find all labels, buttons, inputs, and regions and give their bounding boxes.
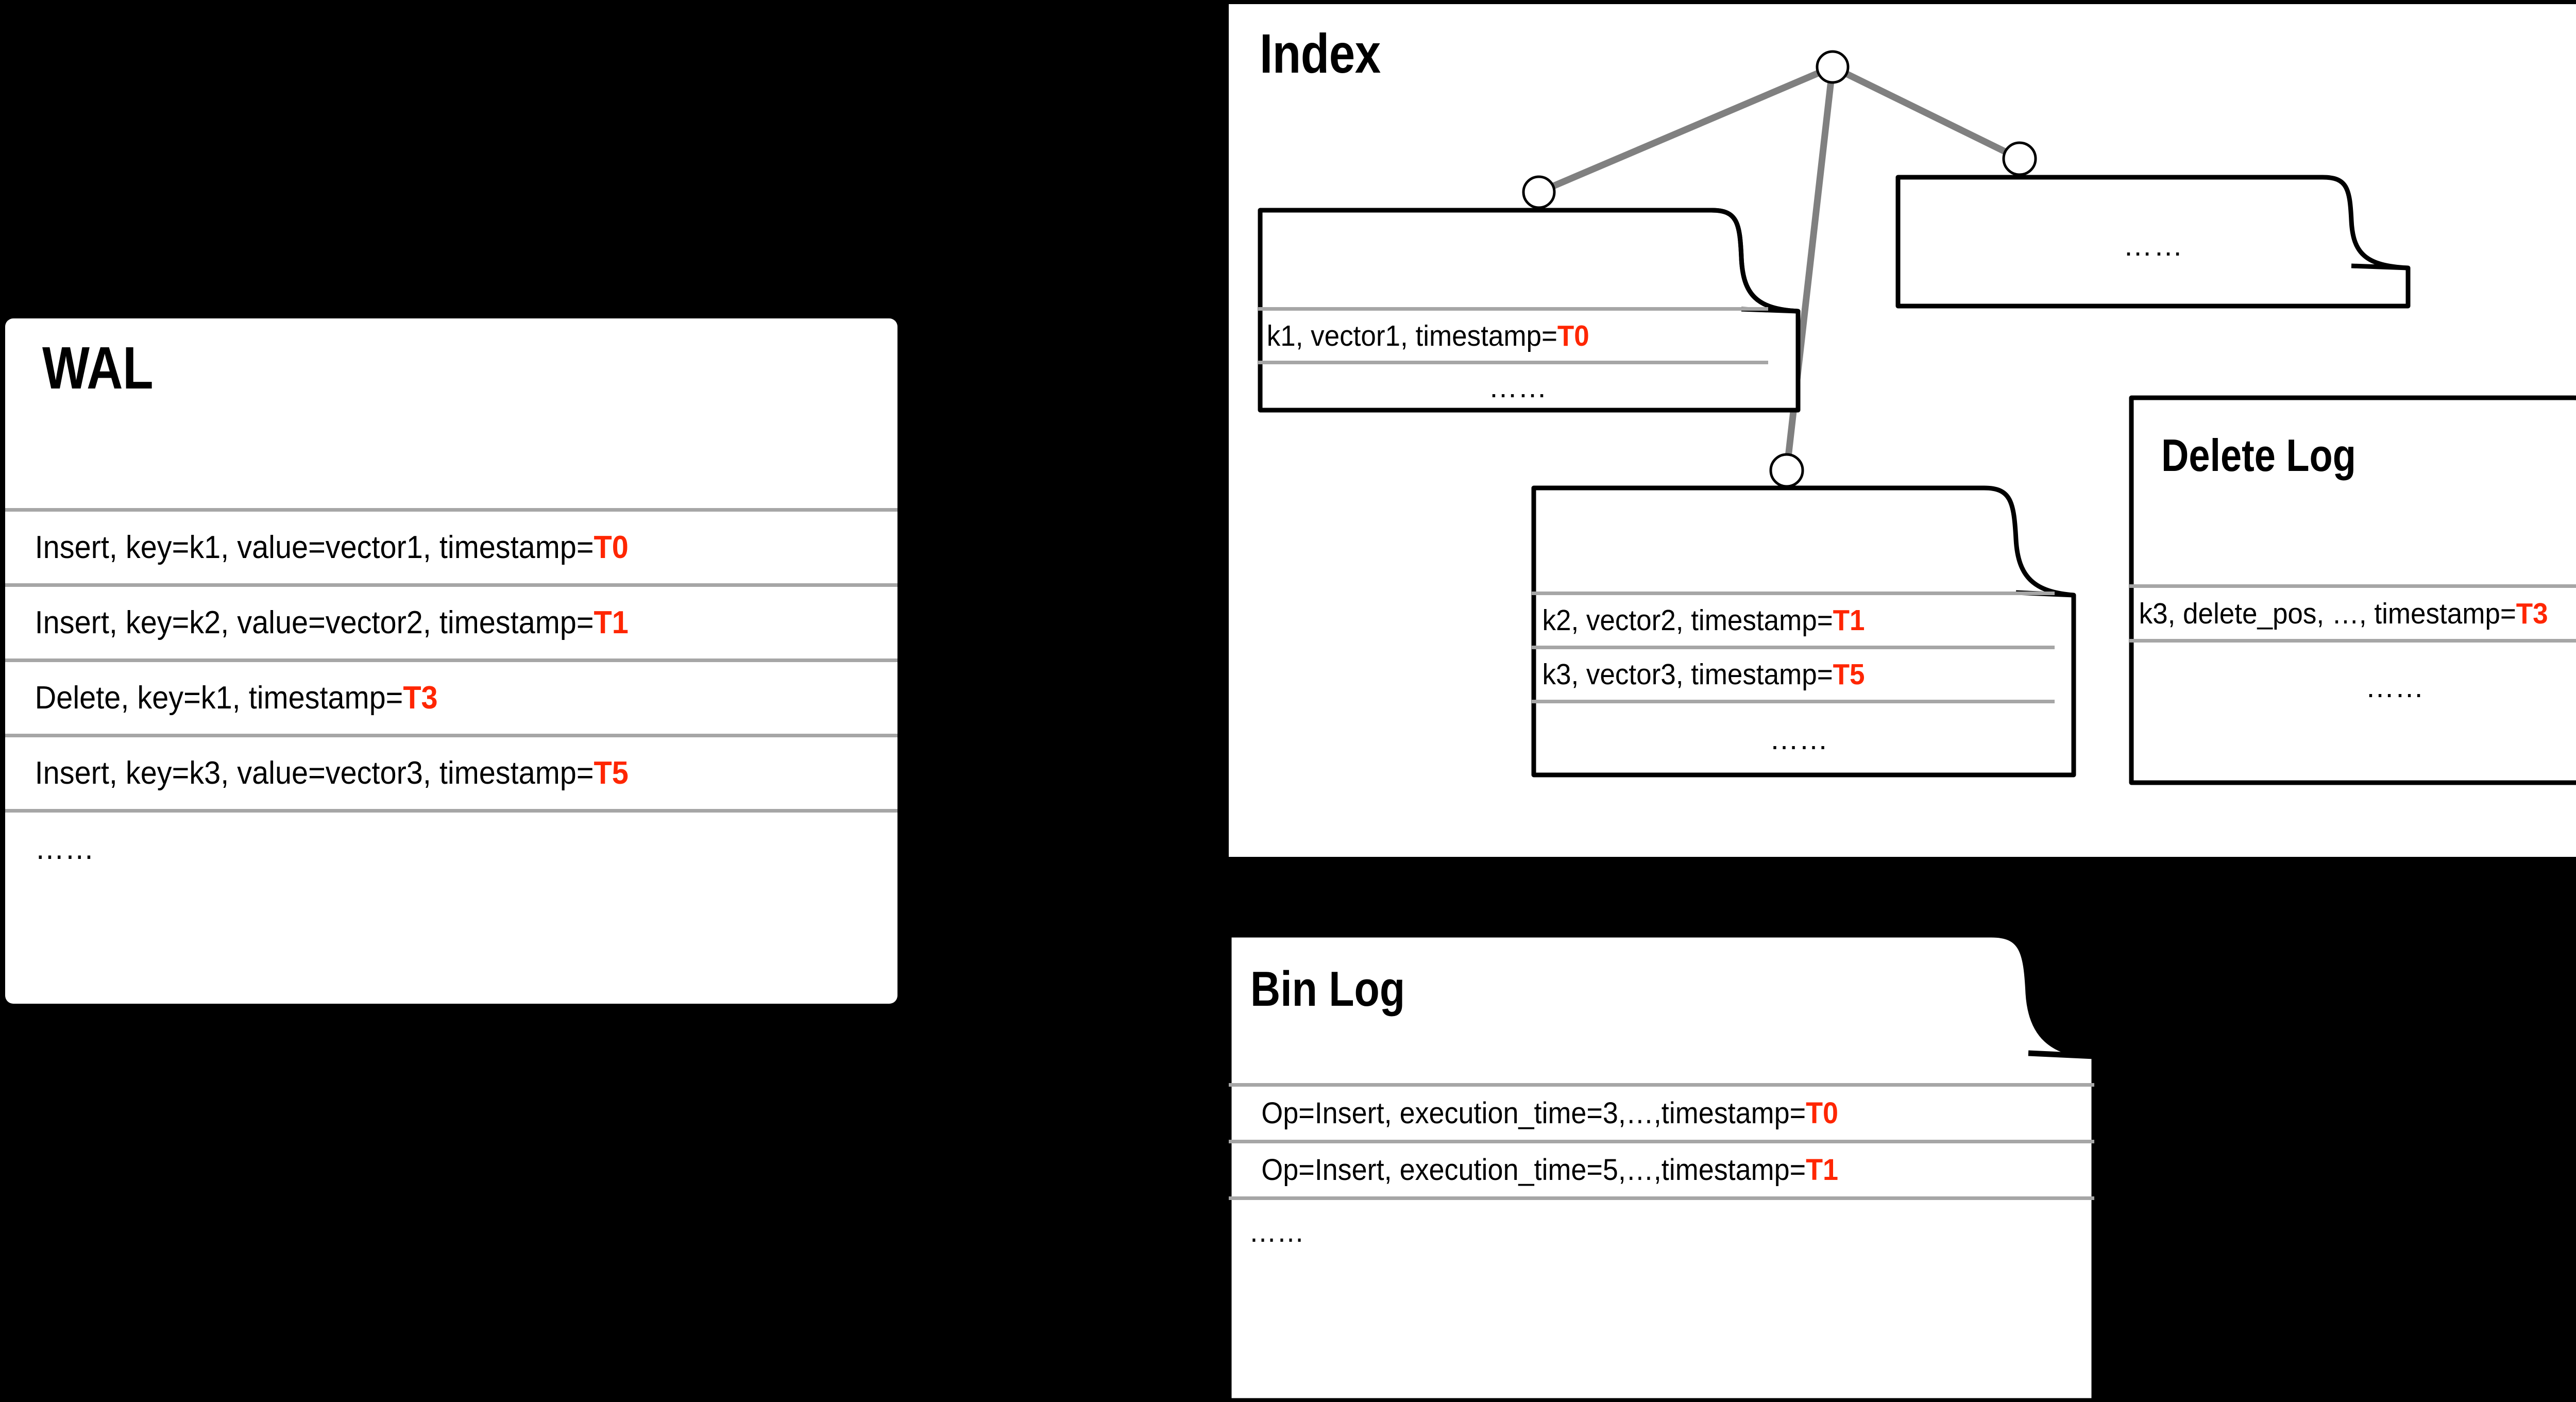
wal-row: Insert, key=k2, value=vector2, timestamp… (5, 583, 897, 658)
timestamp-badge: T1 (1806, 1153, 1839, 1187)
wal-row-ellipsis: …… (5, 809, 897, 884)
doc-row-ellipsis: …… (1258, 361, 1768, 410)
tree-node-root (1816, 50, 1850, 84)
folded-page-shape (1226, 932, 2097, 1402)
wal-row-text: Insert, key=k2, value=vector2, timestamp… (35, 605, 629, 640)
wal-row: Delete, key=k1, timestamp=T3 (5, 658, 897, 734)
doc-row-text: k1, vector1, timestamp=T0 (1266, 319, 1589, 352)
doc-row-ellipsis: …… (1229, 1196, 2094, 1263)
doc-row-text: …… (1249, 1215, 1304, 1248)
tree-node-right (2002, 141, 2037, 176)
folded-page-shape (2129, 395, 2576, 785)
doc-row-text: Op=Insert, execution_time=5,…,timestamp=… (1261, 1153, 1839, 1187)
doc-row-text: …… (1488, 370, 1547, 404)
delete-log-panel: Delete Log k3, delete_pos, …, timestamp=… (2129, 395, 2576, 785)
doc-row-text: k2, vector2, timestamp=T1 (1542, 604, 1865, 637)
index-title: Index (1260, 22, 1381, 85)
timestamp-badge: T1 (1833, 604, 1865, 637)
doc-row: Op=Insert, execution_time=5,…,timestamp=… (1229, 1140, 2094, 1196)
timestamp-badge: T3 (2516, 597, 2548, 630)
wal-row-text: Insert, key=k1, value=vector1, timestamp… (35, 530, 629, 565)
doc-row-ellipsis: …… (2129, 639, 2576, 732)
tree-node-left (1522, 175, 1556, 209)
timestamp-badge: T5 (594, 755, 629, 791)
doc-row-ellipsis: …… (1532, 700, 2055, 775)
timestamp-badge: T1 (594, 605, 629, 640)
tree-node-center (1769, 453, 1804, 488)
doc-row-text: k3, delete_pos, …, timestamp=T3 (2139, 597, 2548, 630)
index-leaf-k1: k1, vector1, timestamp=T0 …… (1258, 208, 1801, 413)
timestamp-badge: T3 (403, 680, 438, 716)
doc-row: k3, delete_pos, …, timestamp=T3 (2129, 584, 2576, 639)
wal-row-text: Insert, key=k3, value=vector3, timestamp… (35, 755, 629, 791)
timestamp-badge: T0 (594, 530, 629, 565)
index-leaf-ellipsis: …… (1895, 175, 2411, 309)
wal-title: WAL (42, 334, 154, 401)
timestamp-badge: T5 (1833, 658, 1865, 691)
bin-log-panel: Bin Log Op=Insert, execution_time=3,…,ti… (1226, 932, 2223, 1402)
index-leaf-k2k3: k2, vector2, timestamp=T1 k3, vector3, t… (1531, 485, 2078, 778)
tree-edge-root-left (1537, 64, 1834, 195)
tree-edge-root-right (1831, 64, 2021, 162)
folded-page-shape (1895, 175, 2411, 309)
wal-row-text: Delete, key=k1, timestamp=T3 (35, 680, 438, 716)
doc-row-text: …… (1769, 722, 1828, 756)
wal-row: Insert, key=k1, value=vector1, timestamp… (5, 508, 897, 583)
doc-row: k3, vector3, timestamp=T5 (1532, 646, 2055, 700)
index-panel: Index k1, vector1, timesta (1229, 4, 2576, 857)
wal-row-text: …… (35, 831, 94, 866)
doc-row: Op=Insert, execution_time=3,…,timestamp=… (1229, 1083, 2094, 1140)
timestamp-badge: T0 (1806, 1096, 1839, 1130)
doc-row-text: Op=Insert, execution_time=3,…,timestamp=… (1261, 1096, 1839, 1130)
delete-log-title: Delete Log (2161, 430, 2356, 481)
bin-log-title: Bin Log (1250, 961, 1405, 1017)
doc-row-text: …… (2365, 670, 2424, 704)
doc-row: k2, vector2, timestamp=T1 (1532, 592, 2055, 646)
doc-row-text: k3, vector3, timestamp=T5 (1542, 658, 1865, 691)
wal-row: Insert, key=k3, value=vector3, timestamp… (5, 734, 897, 809)
doc-row-text: …… (2123, 229, 2184, 262)
timestamp-badge: T0 (1557, 319, 1589, 352)
wal-panel: WAL Insert, key=k1, value=vector1, times… (5, 318, 897, 1004)
doc-row: k1, vector1, timestamp=T0 (1258, 307, 1768, 361)
